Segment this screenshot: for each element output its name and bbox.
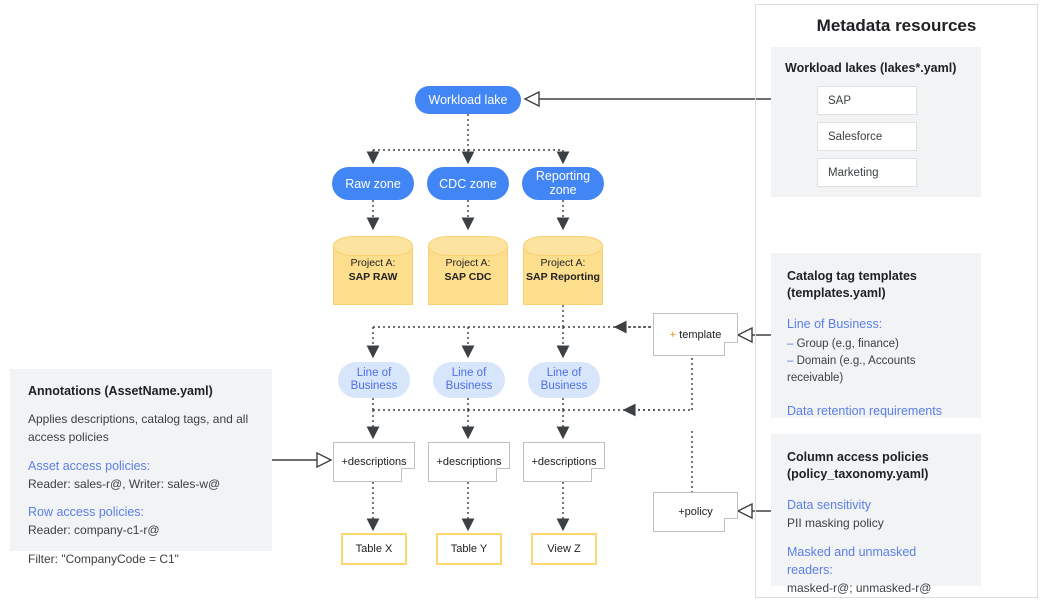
cylinder-project-line2: SAP RAW (348, 270, 398, 283)
asset-access-policies-heading: Asset access policies: (28, 458, 151, 473)
folded-corner-icon (496, 468, 511, 483)
node-reporting-zone[interactable]: Reporting zone (522, 167, 604, 200)
catalog-tag-templates-heading: Catalog tag templates (templates.yaml) (787, 268, 965, 302)
cylinder-project-sap-raw[interactable]: Project A: SAP RAW (333, 236, 413, 305)
cylinder-project-line1: Project A: (540, 257, 586, 270)
cylinder-label: Project A: SAP Reporting (523, 257, 603, 284)
node-table-x[interactable]: Table X (341, 533, 407, 565)
note-add-template-label: + template (670, 329, 722, 341)
templates-bullet-domain-text: Domain (e.g., Accounts receivable) (787, 355, 916, 385)
line-of-business-link[interactable]: Line of Business: (787, 316, 883, 331)
row-access-policies-body: Reader: company-c1-r@ (28, 523, 160, 538)
lake-item-sap-label: SAP (828, 94, 852, 107)
note-add-policy[interactable]: +policy (653, 492, 739, 533)
data-retention-link[interactable]: Data retention requirements (787, 403, 942, 418)
cylinder-body (333, 246, 413, 305)
node-table-x-label: Table X (355, 543, 393, 555)
cylinder-project-line1: Project A: (350, 257, 396, 270)
node-line-of-business-2[interactable]: Line of Business (433, 362, 505, 398)
node-cdc-zone-label: CDC zone (439, 176, 497, 191)
dash-glyph: – (787, 355, 797, 368)
annotations-panel-description: Applies descriptions, catalog tags, and … (28, 411, 249, 444)
note-descriptions-label: +descriptions (531, 456, 597, 468)
lob-line2: Business (540, 380, 588, 392)
lob-line2: Business (350, 380, 398, 392)
node-table-y[interactable]: Table Y (436, 533, 502, 565)
cylinder-project-sap-cdc[interactable]: Project A: SAP CDC (428, 236, 508, 305)
lob-line1: Line of (356, 367, 392, 380)
folded-corner-icon (591, 468, 606, 483)
node-line-of-business-1[interactable]: Line of Business (338, 362, 410, 398)
lake-item-salesforce-label: Salesforce (828, 130, 883, 143)
pii-masking-policy-text: PII masking policy (787, 515, 884, 530)
cylinder-label: Project A: SAP CDC (428, 257, 508, 284)
node-workload-lake[interactable]: Workload lake (415, 86, 521, 114)
lob-line1: Line of (546, 367, 582, 380)
templates-heading-line2: (templates.yaml) (787, 285, 886, 300)
policies-heading-line1: Column access policies (787, 450, 929, 464)
templates-bullet-group: – Group (e.g, finance) (787, 336, 965, 353)
node-reporting-zone-label: Reporting zone (535, 169, 591, 197)
workload-lakes-heading: Workload lakes (lakes*.yaml) (785, 61, 957, 75)
template-word: template (676, 328, 722, 341)
note-add-policy-label: +policy (678, 506, 713, 518)
metadata-resources-panel (755, 4, 1038, 598)
node-raw-zone[interactable]: Raw zone (332, 167, 414, 200)
catalog-tag-templates-section: Catalog tag templates (templates.yaml) L… (771, 253, 981, 418)
node-table-y-label: Table Y (450, 543, 488, 555)
metadata-resources-title: Metadata resources (816, 16, 977, 35)
policies-heading-line2: (policy_taxonomy.yaml) (787, 466, 929, 481)
annotations-panel: Annotations (AssetName.yaml) Applies des… (10, 369, 272, 566)
node-view-z-label: View Z (547, 543, 581, 555)
cylinder-project-sap-reporting[interactable]: Project A: SAP Reporting (523, 236, 603, 305)
lake-item-marketing[interactable]: Marketing (817, 158, 917, 187)
row-access-policies-heading: Row access policies: (28, 505, 145, 519)
folded-corner-icon (724, 342, 739, 357)
cylinder-label: Project A: SAP RAW (333, 257, 413, 284)
cylinder-top (428, 236, 508, 256)
node-view-z[interactable]: View Z (531, 533, 597, 565)
cylinder-top (333, 236, 413, 256)
folded-corner-icon (724, 518, 739, 533)
masked-readers-text: masked-r@; unmasked-r@ (787, 581, 932, 596)
lake-item-marketing-label: Marketing (828, 166, 879, 179)
lob-line1: Line of (451, 367, 487, 380)
note-descriptions-label: +descriptions (436, 456, 502, 468)
data-sensitivity-link[interactable]: Data sensitivity (787, 497, 872, 512)
note-descriptions-3[interactable]: +descriptions (523, 442, 606, 483)
masked-readers-link[interactable]: Masked and unmasked readers: (787, 544, 917, 577)
annotations-panel-title: Annotations (AssetName.yaml) (28, 384, 213, 398)
column-access-policies-heading: Column access policies (policy_taxonomy.… (787, 449, 965, 483)
annotations-filter: Filter: "CompanyCode = C1" (28, 552, 179, 567)
dash-glyph: – (787, 337, 797, 350)
column-access-policies-section: Column access policies (policy_taxonomy.… (771, 434, 981, 595)
cylinder-project-line2: SAP Reporting (526, 270, 600, 283)
folded-corner-icon (401, 468, 416, 483)
cylinder-project-line2: SAP CDC (444, 270, 492, 283)
note-add-template[interactable]: + template (653, 313, 739, 357)
node-workload-lake-label: Workload lake (428, 93, 508, 107)
lob-line2: Business (445, 380, 493, 392)
lake-item-salesforce[interactable]: Salesforce (817, 122, 917, 151)
cylinder-top (523, 236, 603, 256)
templates-heading-line1: Catalog tag templates (787, 269, 917, 283)
templates-bullet-domain: – Domain (e.g., Accounts receivable) (787, 353, 965, 388)
note-descriptions-label: +descriptions (341, 456, 407, 468)
cylinder-project-line1: Project A: (445, 257, 491, 270)
plus-sign: + (669, 328, 677, 341)
asset-access-policies-body: Reader: sales-r@, Writer: sales-w@ (28, 477, 221, 491)
note-descriptions-2[interactable]: +descriptions (428, 442, 511, 483)
lake-item-sap[interactable]: SAP (817, 86, 917, 115)
templates-bullet-group-text: Group (e.g, finance) (796, 337, 899, 350)
node-cdc-zone[interactable]: CDC zone (427, 167, 509, 200)
node-raw-zone-label: Raw zone (345, 176, 401, 191)
node-line-of-business-3[interactable]: Line of Business (528, 362, 600, 398)
note-descriptions-1[interactable]: +descriptions (333, 442, 416, 483)
